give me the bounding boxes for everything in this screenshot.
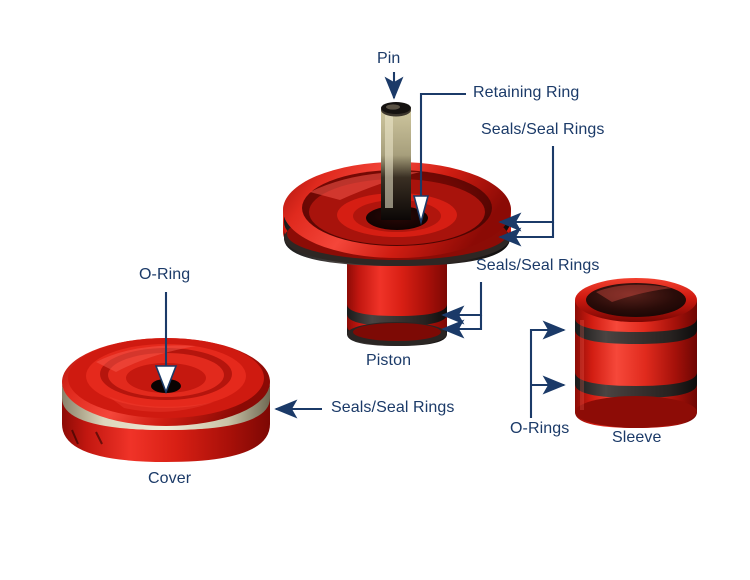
sleeve-o-ring-1 bbox=[575, 318, 697, 344]
seals-body-leader-1 bbox=[441, 282, 483, 325]
piston-body-seal-upper bbox=[347, 304, 447, 326]
label-seals-piston-head: Seals/Seal Rings bbox=[481, 121, 605, 138]
sleeve-part bbox=[575, 278, 697, 428]
caption-piston: Piston bbox=[366, 352, 412, 369]
white-arrows bbox=[154, 195, 430, 395]
seals-top-leader-2 bbox=[498, 222, 555, 247]
label-o-rings-sleeve: O-Rings bbox=[510, 420, 570, 437]
cover-o-ring-arrowhead bbox=[154, 365, 178, 395]
seals-body-leader-2 bbox=[441, 315, 483, 339]
label-o-ring-cover: O-Ring bbox=[139, 266, 191, 283]
label-seals-piston-body: Seals/Seal Rings bbox=[476, 257, 600, 274]
label-retaining-ring: Retaining Ring bbox=[473, 84, 580, 101]
caption-sleeve: Sleeve bbox=[612, 429, 662, 446]
retaining-ring-arrowhead bbox=[412, 195, 430, 226]
sleeve-o-ring-2 bbox=[575, 372, 697, 398]
sleeve-o-rings-leader-1 bbox=[529, 320, 566, 418]
callout-lines bbox=[164, 72, 566, 419]
pin-part bbox=[381, 102, 411, 220]
caption-cover: Cover bbox=[148, 470, 192, 487]
sleeve-bore bbox=[586, 283, 686, 317]
label-seals-cover: Seals/Seal Rings bbox=[331, 399, 455, 416]
label-pin: Pin bbox=[377, 50, 401, 67]
retaining-ring-leader bbox=[419, 92, 466, 198]
